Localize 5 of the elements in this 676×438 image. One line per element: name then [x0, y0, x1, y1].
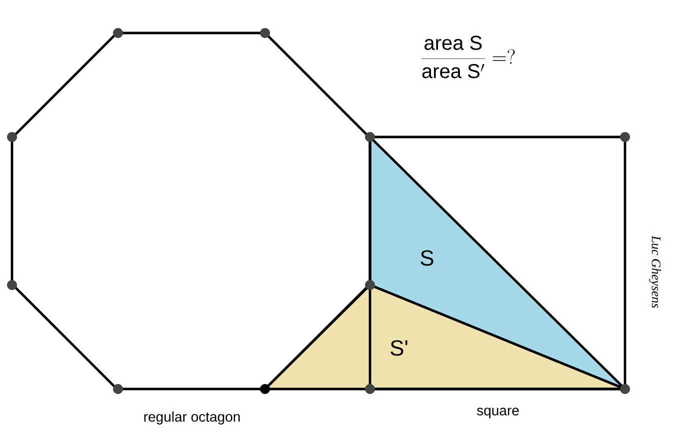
caption-label: square	[477, 408, 519, 418]
formula: $\frac{\mathrm{area\ S}}{\mathrm{area\ S'}} = ?$	[421, 36, 515, 78]
signature: Luc Gheysens	[649, 236, 661, 308]
caption-label: regular octagon	[144, 411, 240, 424]
shaded-triangle: S'	[264, 284, 626, 390]
